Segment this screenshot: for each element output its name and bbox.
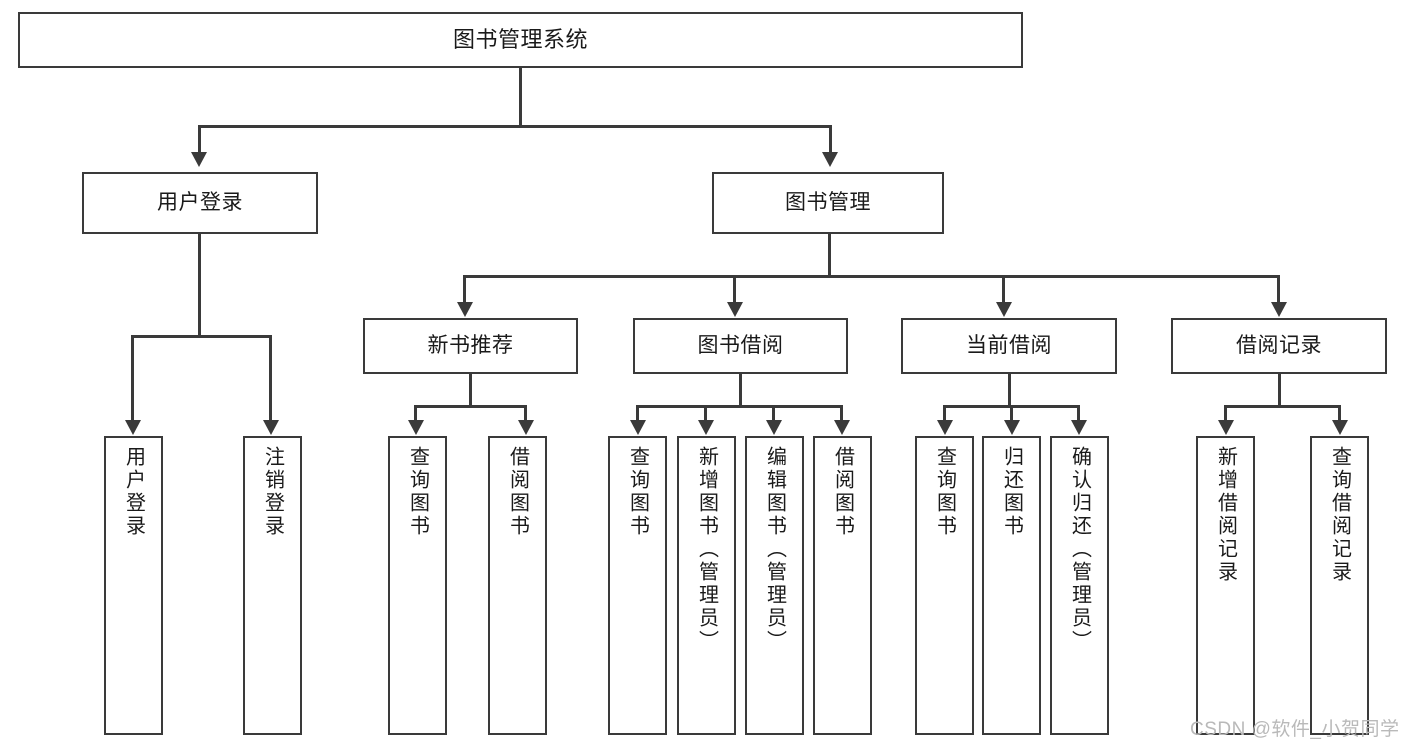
arrow-book-borrow-leaf1: [630, 420, 646, 435]
leaf-borrow-book-2[interactable]: 借阅图书: [813, 436, 872, 735]
connector-bm-to-current-borrow: [1002, 275, 1005, 303]
arrow-book-borrow-leaf4: [834, 420, 850, 435]
connector-current-borrow-stem: [1008, 374, 1011, 405]
watermark-text: CSDN @软件_小贺同学: [1190, 719, 1400, 740]
connector-current-borrow-leaf2: [1010, 405, 1013, 421]
leaf-edit-book[interactable]: 编辑图书（管理员）: [745, 436, 804, 735]
connector-new-book-leaf2: [524, 405, 527, 421]
connector-borrow-record-bar: [1224, 405, 1340, 408]
leaf-user-login-label: 用户登录: [122, 446, 145, 538]
arrow-bm-to-book-borrow: [727, 302, 743, 317]
arrow-root-to-book-management: [822, 152, 838, 167]
node-borrow-record[interactable]: 借阅记录: [1171, 318, 1387, 374]
leaf-edit-book-label: 编辑图书（管理员）: [763, 446, 786, 653]
connector-bm-to-borrow-record: [1277, 275, 1280, 303]
node-book-management[interactable]: 图书管理: [712, 172, 944, 234]
leaf-return-book[interactable]: 归还图书: [982, 436, 1041, 735]
connector-book-borrow-leaf1: [636, 405, 639, 421]
connector-borrow-record-leaf2: [1338, 405, 1341, 421]
arrow-bm-to-borrow-record: [1271, 302, 1287, 317]
leaf-borrow-book-1[interactable]: 借阅图书: [488, 436, 547, 735]
connector-book-borrow-leaf2: [704, 405, 707, 421]
arrow-book-borrow-leaf2: [698, 420, 714, 435]
node-root[interactable]: 图书管理系统: [18, 12, 1023, 68]
leaf-query-book-3-label: 查询图书: [933, 446, 956, 538]
connector-new-book-bar: [414, 405, 527, 408]
leaf-borrow-book-1-label: 借阅图书: [506, 446, 529, 538]
arrow-current-borrow-leaf3: [1071, 420, 1087, 435]
leaf-confirm-return-label: 确认归还（管理员）: [1068, 446, 1091, 653]
leaf-add-book-label: 新增图书（管理员）: [695, 446, 718, 653]
node-root-label: 图书管理系统: [452, 27, 588, 53]
connector-new-book-stem: [469, 374, 472, 405]
leaf-query-book-3[interactable]: 查询图书: [915, 436, 974, 735]
connector-borrow-record-stem: [1278, 374, 1281, 405]
leaf-query-record[interactable]: 查询借阅记录: [1310, 436, 1369, 735]
node-book-borrow[interactable]: 图书借阅: [633, 318, 848, 374]
leaf-query-book-2-label: 查询图书: [626, 446, 649, 538]
leaf-add-book[interactable]: 新增图书（管理员）: [677, 436, 736, 735]
connector-new-book-leaf1: [414, 405, 417, 421]
connector-current-borrow-leaf3: [1077, 405, 1080, 421]
node-book-borrow-label: 图书借阅: [697, 333, 784, 357]
connector-user-login-leaf2: [269, 335, 272, 421]
node-new-book-recommend-label: 新书推荐: [427, 333, 514, 357]
connector-book-borrow-bar: [636, 405, 843, 408]
arrow-bm-to-new-book: [457, 302, 473, 317]
leaf-confirm-return[interactable]: 确认归还（管理员）: [1050, 436, 1109, 735]
leaf-return-book-label: 归还图书: [1000, 446, 1023, 538]
arrow-user-login-leaf1: [125, 420, 141, 435]
connector-root-bar: [198, 125, 832, 128]
node-user-login[interactable]: 用户登录: [82, 172, 318, 234]
leaf-add-record-label: 新增借阅记录: [1214, 446, 1237, 584]
node-borrow-record-label: 借阅记录: [1236, 333, 1322, 357]
leaf-query-book-2[interactable]: 查询图书: [608, 436, 667, 735]
leaf-logout-login[interactable]: 注销登录: [243, 436, 302, 735]
connector-book-borrow-stem: [739, 374, 742, 405]
arrow-current-borrow-leaf1: [937, 420, 953, 435]
arrow-user-login-leaf2: [263, 420, 279, 435]
connector-book-management-bar: [463, 275, 1280, 278]
arrow-new-book-leaf1: [408, 420, 424, 435]
arrow-current-borrow-leaf2: [1004, 420, 1020, 435]
connector-current-borrow-leaf1: [943, 405, 946, 421]
connector-root-stem: [519, 68, 522, 125]
connector-borrow-record-leaf1: [1224, 405, 1227, 421]
connector-bm-to-book-borrow: [733, 275, 736, 303]
node-current-borrow[interactable]: 当前借阅: [901, 318, 1117, 374]
connector-user-login-bar: [131, 335, 271, 338]
leaf-query-book-1-label: 查询图书: [406, 446, 429, 538]
arrow-borrow-record-leaf1: [1218, 420, 1234, 435]
arrow-root-to-user-login: [191, 152, 207, 167]
leaf-add-record[interactable]: 新增借阅记录: [1196, 436, 1255, 735]
arrow-borrow-record-leaf2: [1332, 420, 1348, 435]
node-user-login-label: 用户登录: [157, 190, 243, 214]
connector-bm-to-new-book: [463, 275, 466, 303]
connector-user-login-leaf1: [131, 335, 134, 421]
leaf-borrow-book-2-label: 借阅图书: [831, 446, 854, 538]
leaf-user-login[interactable]: 用户登录: [104, 436, 163, 735]
arrow-bm-to-current-borrow: [996, 302, 1012, 317]
connector-root-to-user-login: [198, 125, 201, 153]
node-new-book-recommend[interactable]: 新书推荐: [363, 318, 578, 374]
connector-book-borrow-leaf4: [840, 405, 843, 421]
node-book-management-label: 图书管理: [785, 190, 871, 214]
node-current-borrow-label: 当前借阅: [966, 333, 1052, 357]
connector-root-to-book-management: [829, 125, 832, 153]
connector-user-login-stem: [198, 234, 201, 335]
arrow-book-borrow-leaf3: [766, 420, 782, 435]
leaf-query-record-label: 查询借阅记录: [1328, 446, 1351, 584]
arrow-new-book-leaf2: [518, 420, 534, 435]
connector-book-management-stem: [828, 234, 831, 275]
leaf-query-book-1[interactable]: 查询图书: [388, 436, 447, 735]
leaf-logout-login-label: 注销登录: [261, 446, 284, 538]
connector-book-borrow-leaf3: [772, 405, 775, 421]
